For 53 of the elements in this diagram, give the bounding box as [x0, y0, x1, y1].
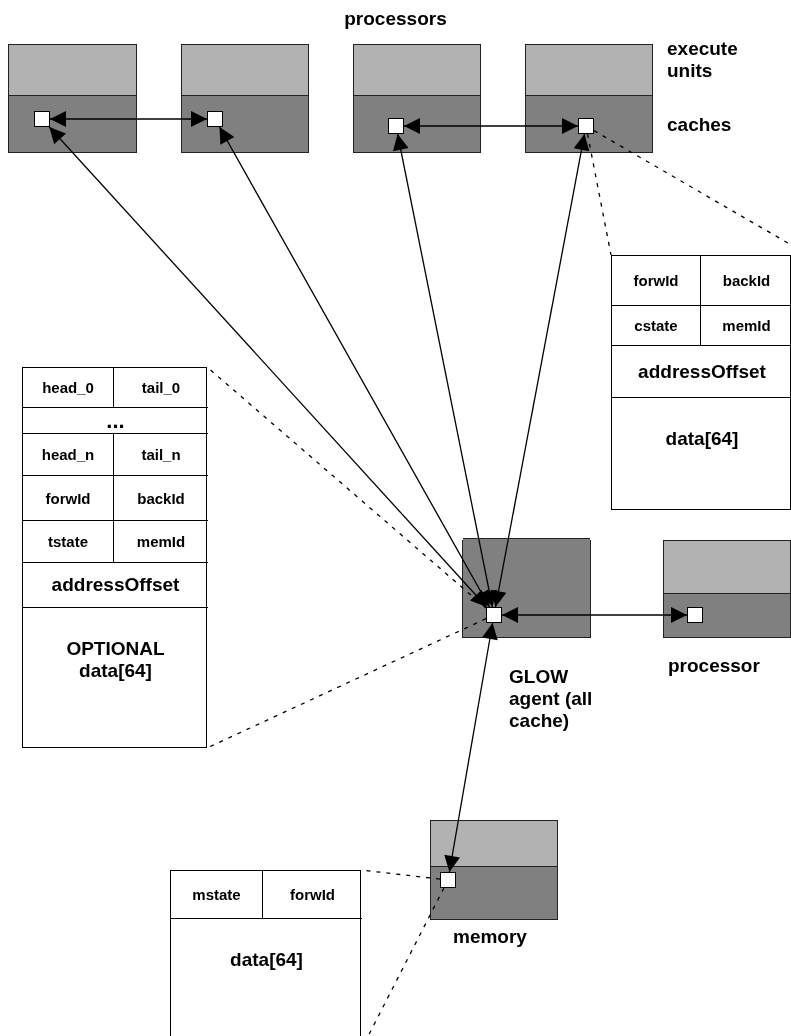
port-square [440, 872, 456, 888]
arrow [48, 126, 488, 608]
leader-line [593, 130, 791, 246]
table-cell: addressOffset [23, 563, 208, 608]
port-square [486, 607, 502, 623]
table-cell: memId [701, 306, 791, 346]
data-table [611, 255, 791, 510]
data-table [22, 367, 207, 748]
arrow [392, 133, 498, 608]
table-cell: mstate [171, 871, 263, 919]
arrow [490, 133, 590, 608]
agent-box [462, 540, 591, 638]
table-cell-text: data[64] [664, 427, 740, 451]
arrow [501, 607, 688, 623]
port-square [578, 118, 594, 134]
layer-label: execute units [667, 38, 739, 82]
processor-box [353, 44, 481, 153]
port-square [207, 111, 223, 127]
node-caption: processor [668, 655, 760, 677]
table-cell: tail_n [114, 434, 208, 476]
memory-box [430, 820, 558, 920]
processor-box [8, 44, 137, 153]
table-cell-text: OPTIONAL data[64] [65, 637, 166, 683]
table-cell: forwId [23, 476, 114, 521]
arrow [49, 111, 208, 127]
table-cell: backId [701, 256, 791, 306]
table-cell: addressOffset [612, 346, 791, 398]
port-square [687, 607, 703, 623]
node-caption: memory [453, 926, 527, 948]
arrow [218, 126, 491, 608]
layer-label: caches [667, 114, 733, 136]
node-caption: GLOW agent (all cache) [509, 666, 594, 732]
table-cell: backId [114, 476, 208, 521]
processor-box [525, 44, 653, 153]
table-cell-text: data[64] [229, 948, 304, 972]
processor-box [663, 540, 791, 638]
table-cell: head_n [23, 434, 114, 476]
table-cell: tail_0 [114, 368, 208, 408]
leader-line [586, 133, 612, 256]
table-cell: ... [23, 408, 208, 434]
table-cell: forwId [263, 871, 362, 919]
port-square [388, 118, 404, 134]
table-cell: memId [114, 521, 208, 563]
group-label: processors [343, 8, 448, 30]
data-table [170, 870, 361, 1036]
processor-box [181, 44, 309, 153]
arrow [444, 622, 498, 873]
port-square [34, 111, 50, 127]
table-cell: cstate [612, 306, 701, 346]
table-cell: forwId [612, 256, 701, 306]
arrow [403, 118, 579, 134]
table-cell: head_0 [23, 368, 114, 408]
table-cell: tstate [23, 521, 114, 563]
